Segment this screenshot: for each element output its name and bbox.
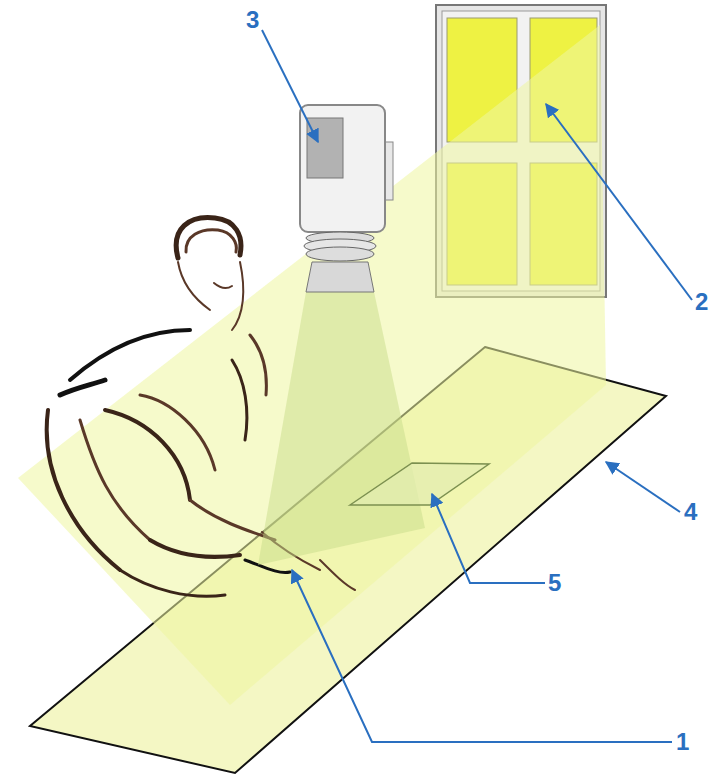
leader-line: [432, 494, 545, 583]
hair-stroke: [176, 218, 241, 258]
finger-stroke: [320, 560, 355, 590]
torso-stroke: [250, 335, 266, 395]
face-stroke: [214, 283, 232, 288]
hand-stroke: [190, 500, 275, 540]
leader-lines: [262, 30, 692, 742]
arm-stroke: [80, 420, 150, 540]
callout-number: 5: [548, 571, 561, 595]
shoulder-stroke: [70, 330, 190, 380]
leader-line: [262, 30, 318, 142]
callout-number: 2: [695, 290, 708, 314]
callout-number: 4: [684, 500, 697, 524]
face-stroke: [178, 262, 210, 310]
daylight-beam: [18, 25, 606, 705]
camera-body: [300, 105, 385, 232]
arm-stroke: [140, 395, 215, 470]
leader-line: [606, 462, 680, 512]
hair-stroke: [186, 230, 236, 252]
camera-lens: [306, 247, 374, 261]
hand-stroke: [120, 570, 225, 596]
face-stroke: [232, 262, 243, 330]
camera-lens-base: [306, 262, 374, 292]
callout-number: 1: [676, 730, 689, 754]
camera-screen: [307, 118, 343, 178]
callout-number: 3: [246, 8, 259, 32]
hand-stroke: [150, 540, 240, 557]
arm-stroke: [105, 410, 190, 500]
camera-light-cone: [258, 292, 425, 565]
leader-line: [292, 570, 672, 742]
document-sheet: [350, 463, 489, 505]
shoulder-stroke: [60, 380, 105, 395]
torso-stroke: [232, 360, 247, 440]
leader-line: [546, 104, 692, 300]
